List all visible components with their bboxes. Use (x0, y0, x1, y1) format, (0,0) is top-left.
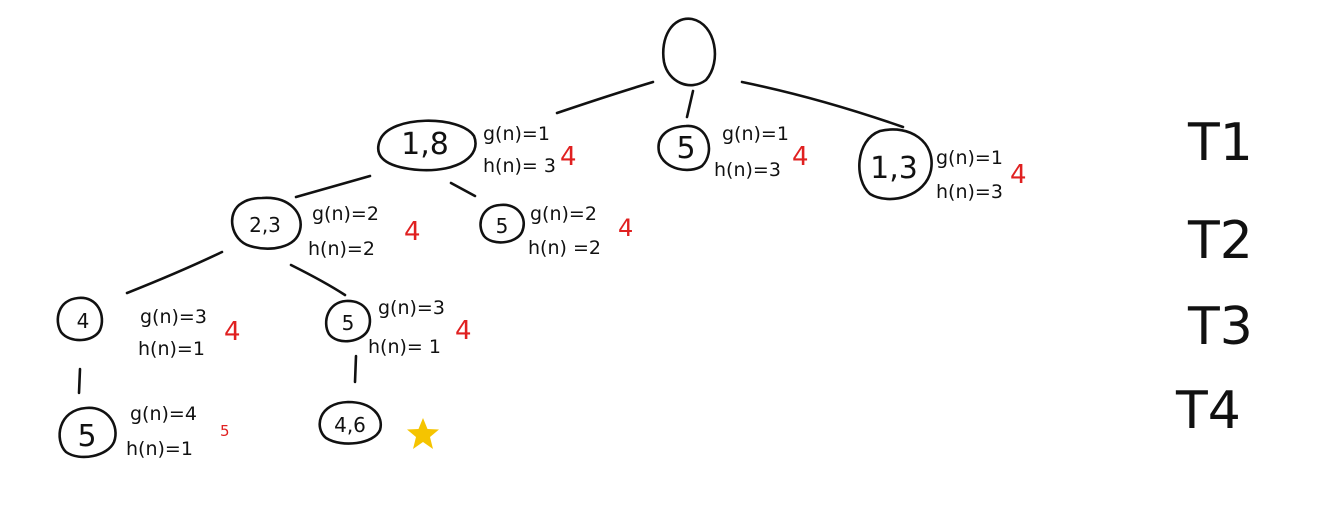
g-value: g(n)=1 (936, 147, 1003, 169)
level-label-t4: T4 (1175, 381, 1241, 441)
f-value: 4 (224, 317, 241, 347)
g-value: g(n)=1 (483, 123, 550, 145)
node-label: 1,3 (870, 151, 918, 186)
f-value: 5 (220, 422, 230, 440)
edge-root-n5a (685, 89, 695, 119)
h-value: h(n)=1 (138, 338, 205, 360)
g-value: g(n)=2 (530, 203, 597, 225)
node-outline (479, 203, 525, 244)
h-value: h(n) =2 (528, 237, 601, 259)
h-value: h(n)=3 (714, 159, 781, 181)
tree-edges (77, 80, 905, 395)
edge-n5c-n46 (353, 354, 358, 384)
g-value: g(n)=2 (312, 203, 379, 225)
node-label: 1,8 (401, 127, 449, 162)
node-1-3: 1,3 g(n)=1 h(n)=3 4 (858, 128, 1027, 203)
node-outline (230, 196, 302, 250)
h-value: h(n)= 3 (483, 155, 556, 177)
node-label: 2,3 (249, 213, 281, 237)
edge-root-n13 (740, 80, 905, 129)
edge-n18-n23 (294, 174, 372, 199)
f-value: 4 (404, 217, 421, 247)
f-value: 4 (792, 142, 809, 172)
node-root (661, 17, 717, 87)
node-4-6-goal: 4,6 (318, 400, 439, 449)
level-label-t3: T3 (1187, 297, 1253, 357)
node-outline (324, 299, 372, 343)
h-value: h(n)=1 (126, 438, 193, 460)
node-5-c: 5 g(n)=3 h(n)= 1 4 (324, 297, 472, 358)
node-1-8: 1,8 g(n)=1 h(n)= 3 4 (377, 119, 577, 177)
node-label: 5 (676, 131, 695, 166)
f-value: 4 (560, 142, 577, 172)
node-outline (318, 400, 383, 445)
node-outline (657, 124, 711, 172)
f-value: 4 (455, 316, 472, 346)
edge-n4-n5d (77, 367, 82, 395)
node-outline (58, 406, 117, 459)
level-labels: T1 T2 T3 T4 (1175, 113, 1253, 441)
f-value: 4 (1010, 160, 1027, 190)
edge-n18-n5b (449, 181, 477, 198)
node-outline (56, 296, 104, 342)
node-5-d: 5 g(n)=4 h(n)=1 5 (58, 403, 230, 460)
node-4: 4 g(n)=3 h(n)=1 4 (56, 296, 241, 360)
node-label: 5 (77, 419, 96, 454)
g-value: g(n)=1 (722, 123, 789, 145)
node-outline (377, 119, 477, 172)
node-outline (858, 128, 933, 201)
h-value: h(n)=3 (936, 181, 1003, 203)
g-value: g(n)=3 (378, 297, 445, 319)
node-5-b: 5 g(n)=2 h(n) =2 4 (479, 203, 633, 259)
edge-n23-n4 (125, 250, 224, 295)
f-value: 4 (618, 214, 633, 242)
node-outline (661, 17, 717, 87)
level-label-t1: T1 (1187, 113, 1253, 173)
node-label: 4,6 (334, 413, 366, 437)
level-label-t2: T2 (1187, 211, 1253, 271)
node-label: 4 (77, 309, 90, 333)
h-value: h(n)=2 (308, 238, 375, 260)
star-icon (407, 418, 439, 449)
node-label: 5 (342, 311, 355, 335)
node-label: 5 (496, 214, 509, 238)
node-5-a: 5 g(n)=1 h(n)=3 4 (657, 123, 809, 181)
node-2-3: 2,3 g(n)=2 h(n)=2 4 (230, 196, 421, 260)
edge-n23-n5c (289, 263, 347, 297)
h-value: h(n)= 1 (368, 336, 441, 358)
g-value: g(n)=4 (130, 403, 197, 425)
g-value: g(n)=3 (140, 306, 207, 328)
edge-root-n18 (555, 80, 655, 115)
